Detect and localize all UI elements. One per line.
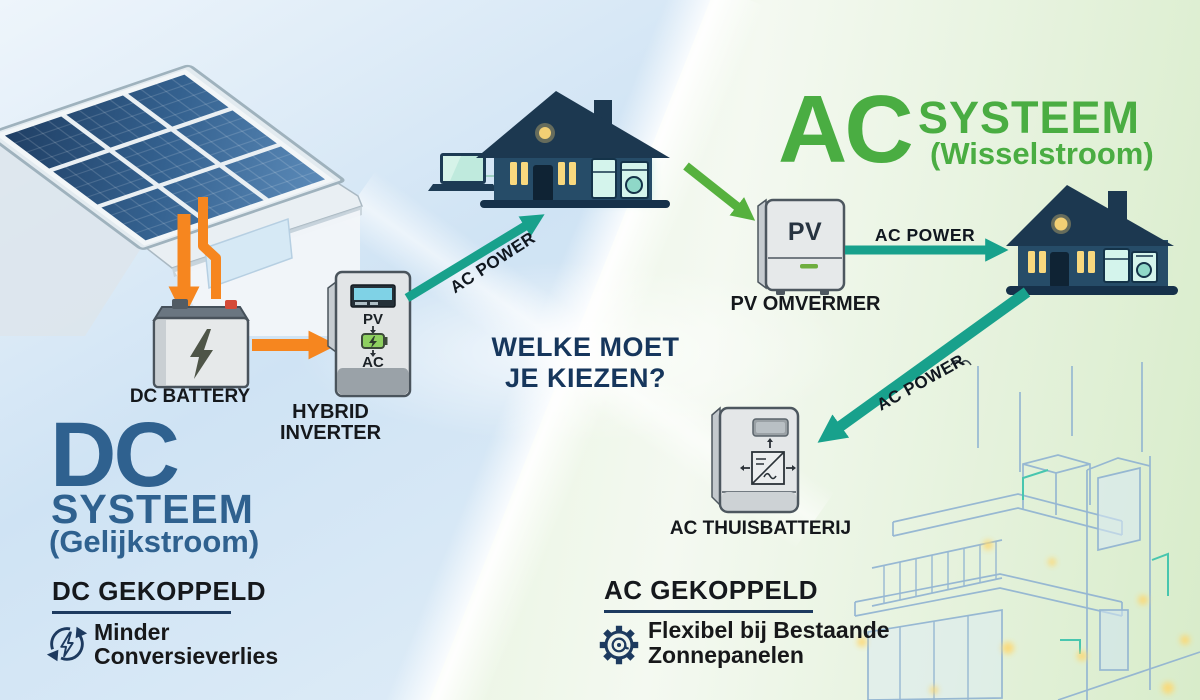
center-question: WELKE MOET JE KIEZEN? bbox=[468, 332, 703, 394]
laptop-icon bbox=[428, 153, 502, 191]
center-question-line1: WELKE MOET bbox=[491, 332, 680, 362]
hybrid-inverter-label-line2: INVERTER bbox=[279, 422, 382, 444]
ac-power-label-top: AC POWER bbox=[874, 225, 976, 245]
flexible-gear-icon bbox=[599, 625, 639, 665]
pv-inverter-badge: PV bbox=[787, 218, 823, 246]
center-question-line2: JE KIEZEN? bbox=[504, 363, 667, 393]
house-to-pv-inverter-arrow bbox=[683, 162, 756, 221]
pv-inverter-illustration bbox=[757, 198, 846, 295]
ac-home-battery-illustration bbox=[711, 406, 800, 514]
ac-benefit-line2: Zonnepanelen bbox=[648, 642, 804, 668]
dc-benefit-text: Minder Conversieverlies bbox=[94, 620, 284, 668]
dc-system-subtitle: SYSTEEM bbox=[51, 486, 254, 532]
ac-benefit-text: Flexibel bij Bestaande Zonnepanelen bbox=[648, 618, 918, 668]
dc-benefit-line1: Minder bbox=[94, 619, 170, 645]
panel-to-battery-arrows bbox=[168, 197, 221, 318]
building-sketch bbox=[854, 359, 1200, 700]
dc-coupled-heading: DC GEKOPPELD bbox=[52, 576, 267, 606]
bird-icon bbox=[950, 359, 972, 366]
inverter-to-house-arrow bbox=[404, 214, 545, 302]
pv-inverter-label: PV OMVERMER bbox=[730, 293, 881, 315]
hybrid-inverter-ac-port: AC bbox=[362, 354, 384, 371]
dc-coupled-underline bbox=[52, 611, 231, 614]
house-left bbox=[476, 91, 670, 208]
ac-benefit-line1: Flexibel bij Bestaande bbox=[648, 617, 890, 643]
hybrid-inverter-label-line1: HYBRID bbox=[292, 401, 369, 423]
conversion-loss-icon bbox=[46, 626, 88, 662]
dc-battery-label: DC BATTERY bbox=[129, 386, 251, 407]
dc-system-title: DC bbox=[50, 404, 180, 506]
house-right bbox=[1006, 185, 1178, 295]
hybrid-inverter-illustration bbox=[327, 270, 412, 398]
dc-battery-illustration bbox=[152, 299, 250, 389]
ac-system-subtitle: SYSTEEM bbox=[918, 92, 1141, 143]
ac-coupled-underline bbox=[604, 610, 813, 613]
ac-system-title: AC bbox=[778, 76, 914, 183]
ac-home-battery-label: AC THUISBATTERIJ bbox=[669, 518, 852, 539]
ac-system-alt-name: (Wisselstroom) bbox=[930, 136, 1154, 171]
dc-system-alt-name: (Gelijkstroom) bbox=[49, 524, 260, 559]
ac-coupled-heading: AC GEKOPPELD bbox=[604, 575, 819, 605]
house-to-home-battery-arrow bbox=[817, 287, 1031, 443]
solar-panel bbox=[0, 64, 345, 250]
hybrid-inverter-label: HYBRID INVERTER bbox=[258, 402, 403, 444]
dc-benefit-line2: Conversieverlies bbox=[94, 643, 279, 669]
hybrid-inverter-pv-port: PV bbox=[362, 311, 383, 328]
